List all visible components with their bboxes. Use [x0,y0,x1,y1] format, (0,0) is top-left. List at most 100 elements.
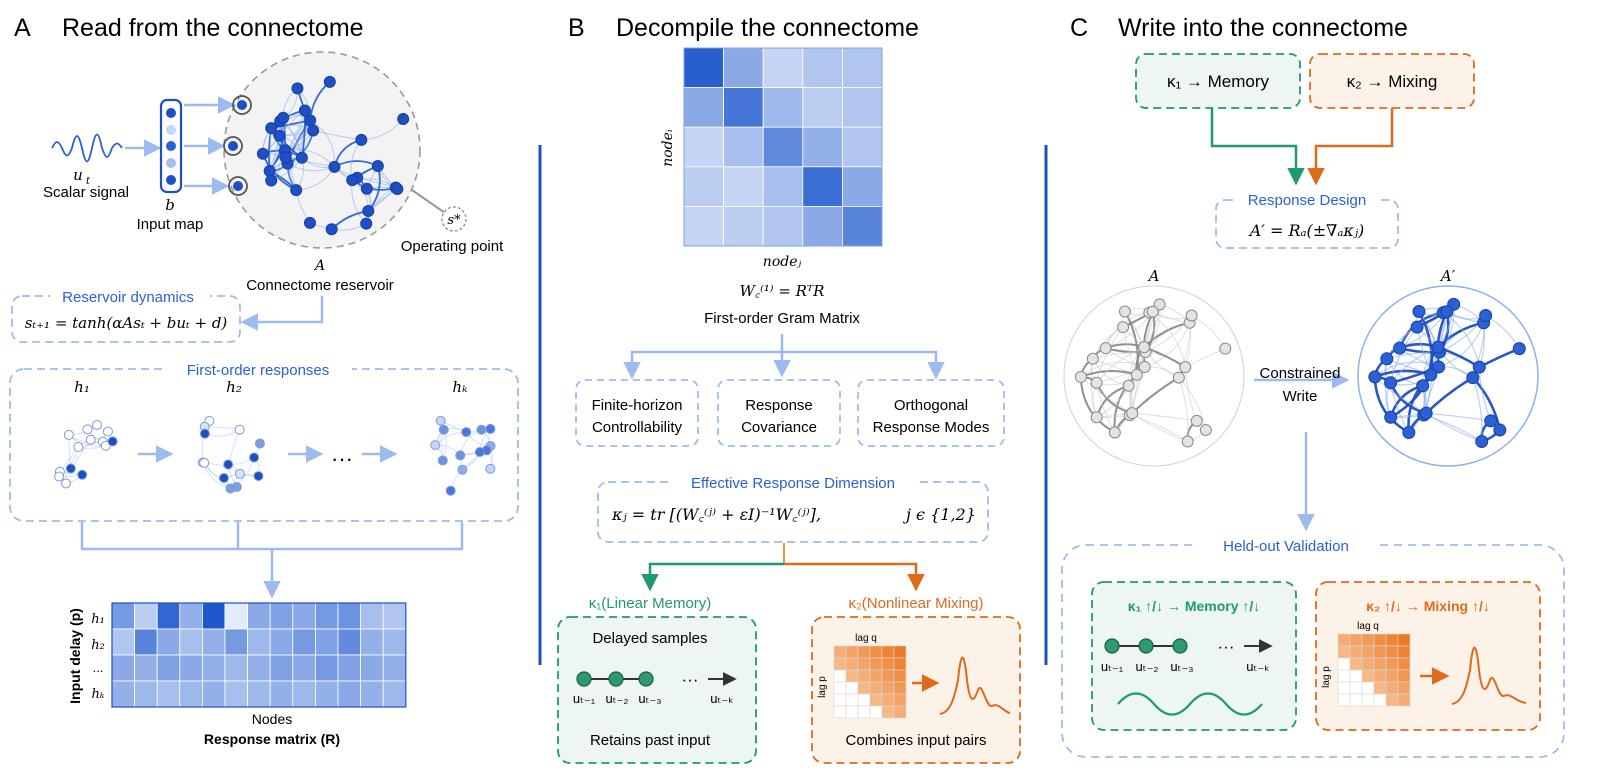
network-node [307,124,320,137]
network-node [1179,361,1192,374]
mixing-cell [857,657,871,671]
k2-to-design-arrow [1307,108,1394,186]
network-node [1181,435,1194,448]
mixing-cell [833,681,847,695]
response-matrix-cell [314,628,339,656]
network-node [234,468,245,479]
network-node [1484,414,1498,428]
network-edge [1373,376,1410,434]
mixing-cell [857,705,871,719]
response-matrix-cell [360,680,384,708]
network-node [225,483,236,494]
graph-a-label: A [1147,267,1160,285]
input-node [228,141,238,151]
network-node [63,429,74,440]
network-node [1472,360,1486,374]
reservoir-dynamics-title: Reservoir dynamics [62,289,194,306]
mixing-cell [869,681,883,695]
mixing-cell [1361,657,1375,671]
mixing-cell [1349,669,1363,683]
gram-cell [802,47,843,88]
network-node [273,129,286,142]
response-matrix-cell [179,654,203,682]
panel-c-letter: C [1070,14,1088,42]
network-node [346,174,359,187]
network-node [1432,360,1446,374]
gram-cell [683,205,724,247]
panel-c: C Write into the connectome κ₁ → Memory … [1061,14,1565,758]
network-node [253,471,264,482]
response-matrix-cell [382,628,407,656]
validation-mixing-text: κ₂ ↑/↓ → Mixing ↑/↓ [1366,598,1490,614]
gram-cell [723,47,764,88]
response-matrix-cell [134,602,158,630]
k1-to-design-arrow [1210,108,1305,186]
network-node [1512,342,1526,356]
lag-label: uₜ₋₃ [638,691,661,706]
gram-cell [802,205,843,247]
network-edge [1080,370,1138,378]
lag-node [608,671,624,687]
network-node [360,217,373,230]
panel-b-letter: B [568,14,585,42]
collect-bracket [80,522,464,551]
network-node [485,423,496,434]
operating-point-label: Operating point [401,238,504,255]
mixing-cell [893,693,907,707]
mixing-cell [1337,693,1351,707]
response-matrix-cell [134,680,158,708]
network-node [218,473,229,484]
response-graph-h2 [197,415,265,494]
network-node [265,122,278,135]
network-node [92,419,103,430]
operating-point-connector [411,189,446,214]
network-node [1190,414,1203,427]
mixing-cell [833,693,847,707]
signal-var: u [73,166,83,184]
network-node [54,471,65,482]
gram-branch [630,350,938,374]
network-node [323,75,336,88]
response-matrix-cell [111,628,136,656]
network-node [362,205,375,218]
k1-title: κ₁(Linear Memory) [589,595,712,612]
response-ellipsis: ··· [331,446,353,471]
k2-branch-arrow [784,562,925,592]
response-matrix-cell [179,602,203,630]
matrix-xlabel: Nodes [252,711,292,727]
network-node [254,438,265,449]
network-node [60,478,71,489]
memory-wave [1117,692,1263,716]
network-node [328,160,341,173]
network-node [1199,424,1212,437]
mixing-cell [1361,633,1375,647]
gram-cell [762,126,804,168]
network-node [360,182,373,195]
network-node [65,463,76,474]
input-map-entry [166,108,176,118]
response-matrix-cell [360,628,384,656]
lag-label: uₜ₋₂ [1136,659,1159,674]
mixing-cell [881,705,895,719]
response-matrix-cell [247,654,271,682]
network-node [234,424,245,435]
panel-a-letter: A [14,14,31,42]
response-matrix-cell [314,654,339,682]
gram-cell [723,87,764,128]
network-node [474,447,485,458]
response-matrix-cell [382,680,407,708]
k1-memory-box [1135,53,1301,109]
constrained-write-text: Write [1283,388,1318,405]
k2-mixing-text: κ₂ → Mixing [1347,72,1438,91]
mixing-lagp-label: lag p [1321,666,1332,688]
memory-card [557,616,757,764]
validation-memory-card [1091,581,1297,731]
response-matrix-cell [382,654,407,682]
mixing-cell [893,657,907,671]
network-node [77,469,88,480]
lag-node [576,671,592,687]
panel-a-title: Read from the connectome [62,14,364,42]
mixing-lagq-label: lag q [855,633,877,644]
graph-a-prime-label: A′ [1439,267,1456,285]
network-node [1138,360,1151,373]
